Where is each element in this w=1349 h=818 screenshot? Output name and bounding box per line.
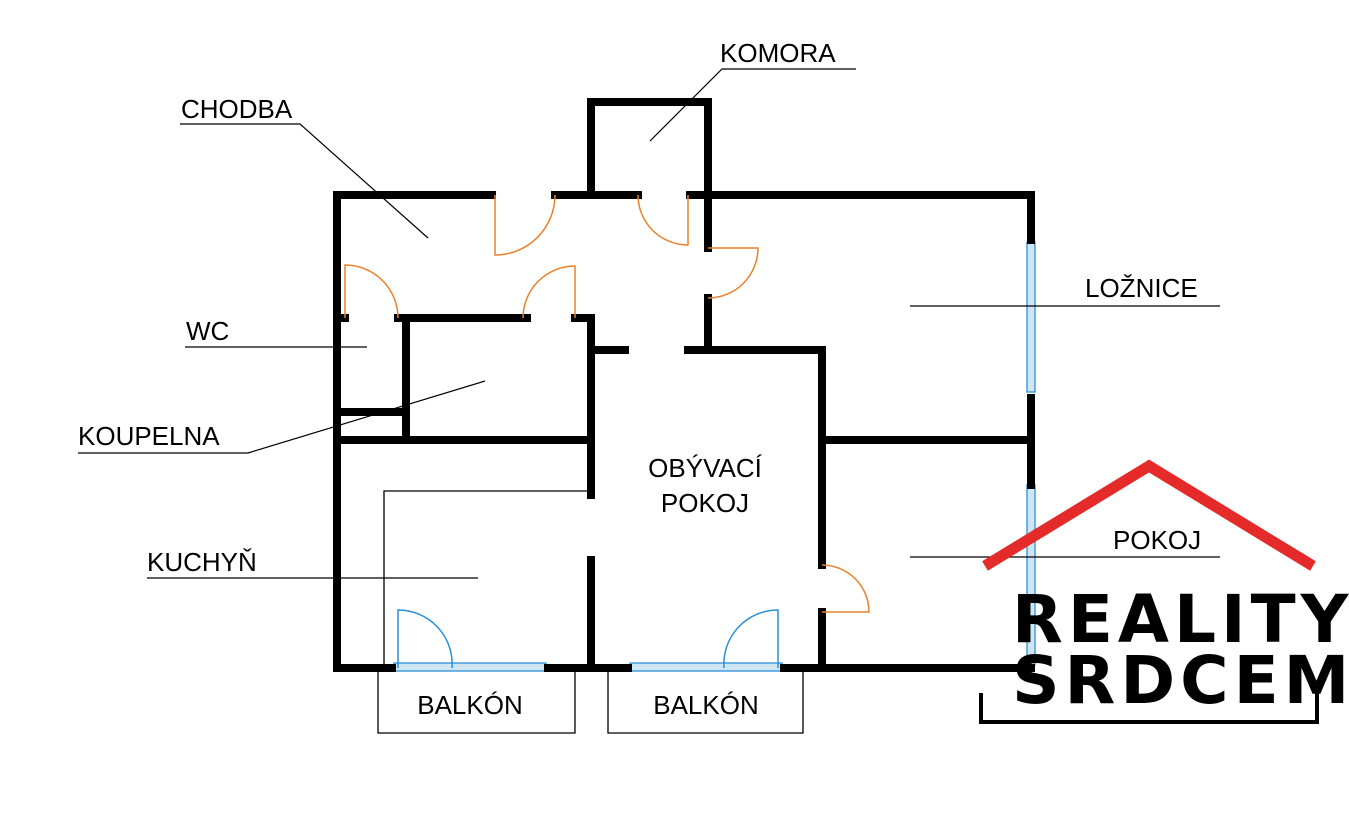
leader-komora <box>649 68 856 142</box>
balcony-left-outline <box>377 668 576 734</box>
label-loznice: LOŽNICE <box>1085 273 1198 303</box>
logo-line1: REALITY <box>1012 581 1349 658</box>
label-chodba: CHODBA <box>181 94 293 124</box>
label-balkon-left: BALKÓN <box>417 690 523 720</box>
leader-chodba <box>180 123 429 239</box>
window-kuchyn <box>393 662 547 672</box>
label-kuchyn: KUCHYŇ <box>147 547 257 577</box>
door-loznice <box>707 247 759 299</box>
leader-lines <box>78 68 1220 579</box>
label-komora: KOMORA <box>720 38 836 68</box>
label-obyvaci-line1: OBÝVACÍ <box>648 453 762 483</box>
balcony-doors <box>397 609 779 669</box>
label-wc: WC <box>186 316 229 346</box>
door-koupelna <box>522 265 576 319</box>
door-wc <box>344 264 399 319</box>
door-chodba-entry <box>494 194 556 256</box>
door-balcony-left <box>397 609 453 669</box>
door-komora <box>637 194 689 246</box>
label-pokoj: POKOJ <box>1113 525 1201 555</box>
balconies <box>377 668 804 734</box>
leader-koupelna <box>78 380 486 454</box>
logo-roof <box>982 459 1316 571</box>
logo-line2: SRDCEM <box>1012 642 1349 719</box>
logo-bracket <box>979 693 1319 724</box>
kitchen-counter-line <box>383 490 591 668</box>
label-obyvaci-line2: POKOJ <box>661 488 749 518</box>
doors <box>344 194 870 613</box>
door-balcony-right <box>723 609 779 669</box>
wall <box>587 98 712 199</box>
label-koupelna: KOUPELNA <box>78 421 220 451</box>
walls <box>333 98 1035 672</box>
door-pokoj <box>821 564 870 613</box>
label-balkon-right: BALKÓN <box>653 690 759 720</box>
window-loznice <box>1026 241 1036 393</box>
reality-srdcem-logo: REALITY SRDCEM <box>979 459 1349 724</box>
balcony-right-outline <box>607 668 804 734</box>
window-obyvaci <box>629 662 783 672</box>
